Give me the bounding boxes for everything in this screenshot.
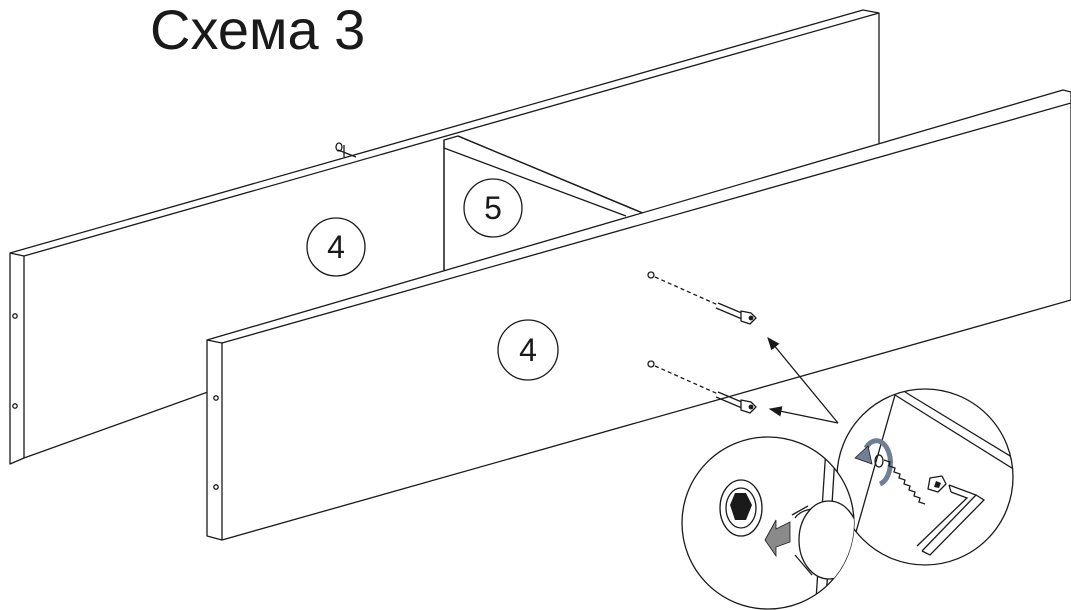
detail-circle-hex-key bbox=[836, 388, 1014, 566]
part-label-divider-text: 5 bbox=[484, 190, 502, 226]
screw-lower bbox=[647, 360, 757, 414]
screw-upper bbox=[647, 271, 757, 325]
part-label-front-panel-text: 4 bbox=[519, 332, 537, 368]
hex-key-icon bbox=[916, 484, 986, 556]
screw-icon bbox=[874, 454, 947, 505]
part-label-back-panel: 4 bbox=[306, 217, 366, 277]
push-icon bbox=[764, 519, 791, 558]
callout-arrow-upper bbox=[767, 336, 839, 424]
part-label-front-panel: 4 bbox=[497, 319, 559, 381]
callout-arrow-lower bbox=[768, 406, 839, 424]
diagram-title: Схема 3 bbox=[150, 0, 366, 61]
detail-circle-cap bbox=[681, 436, 855, 610]
cover-cap-icon bbox=[791, 500, 854, 580]
part-label-divider: 5 bbox=[463, 178, 523, 238]
hex-socket-icon bbox=[730, 493, 752, 520]
screw-head-back-panel bbox=[335, 142, 357, 158]
front-panel bbox=[206, 89, 1071, 541]
part-label-back-panel-text: 4 bbox=[327, 229, 345, 265]
rotate-icon bbox=[854, 438, 893, 487]
